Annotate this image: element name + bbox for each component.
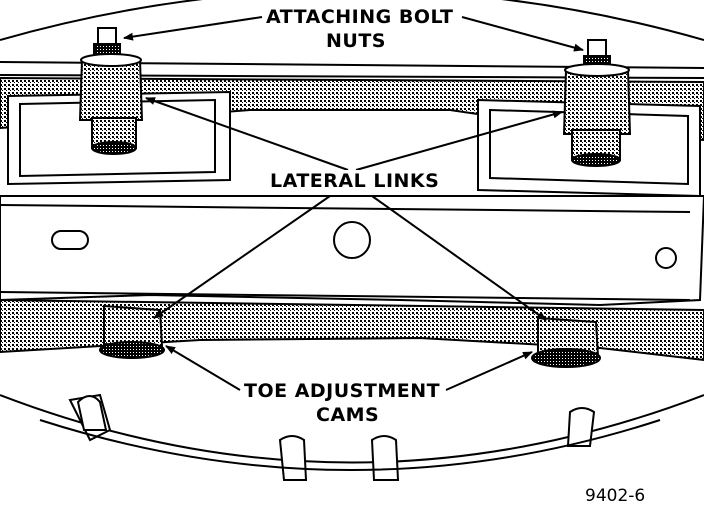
label-attaching-bolt: ATTACHING BOLT xyxy=(266,6,454,28)
leader-attaching-left xyxy=(123,16,263,41)
center-hole xyxy=(333,221,371,259)
label-toe-adjustment: TOE ADJUSTMENT xyxy=(244,380,441,402)
leader-lateral-lower-right xyxy=(371,195,547,321)
leader-lateral-upper-right xyxy=(355,110,563,171)
leader-toe-left xyxy=(165,345,241,391)
leader-attaching-right xyxy=(461,16,584,52)
right-toe-cam xyxy=(531,316,601,368)
right-hole xyxy=(655,247,677,269)
leader-toe-right xyxy=(445,351,533,391)
left-slot-hole xyxy=(51,230,89,250)
leader-lateral-upper-left xyxy=(145,97,349,171)
slot-1 xyxy=(76,395,108,431)
lower-link-band xyxy=(0,298,704,362)
figure-number: 9402-6 xyxy=(585,486,646,506)
label-nuts: NUTS xyxy=(326,30,386,52)
right-bolt-bushing xyxy=(562,39,632,167)
left-bolt-bushing xyxy=(78,27,144,155)
label-lateral-links: LATERAL LINKS xyxy=(270,170,440,192)
leader-lateral-lower-left xyxy=(153,195,331,319)
slot-2 xyxy=(278,435,308,481)
slot-3 xyxy=(370,435,400,481)
label-cams: CAMS xyxy=(316,404,380,426)
left-toe-cam xyxy=(99,304,165,359)
upper-arc xyxy=(0,0,704,41)
